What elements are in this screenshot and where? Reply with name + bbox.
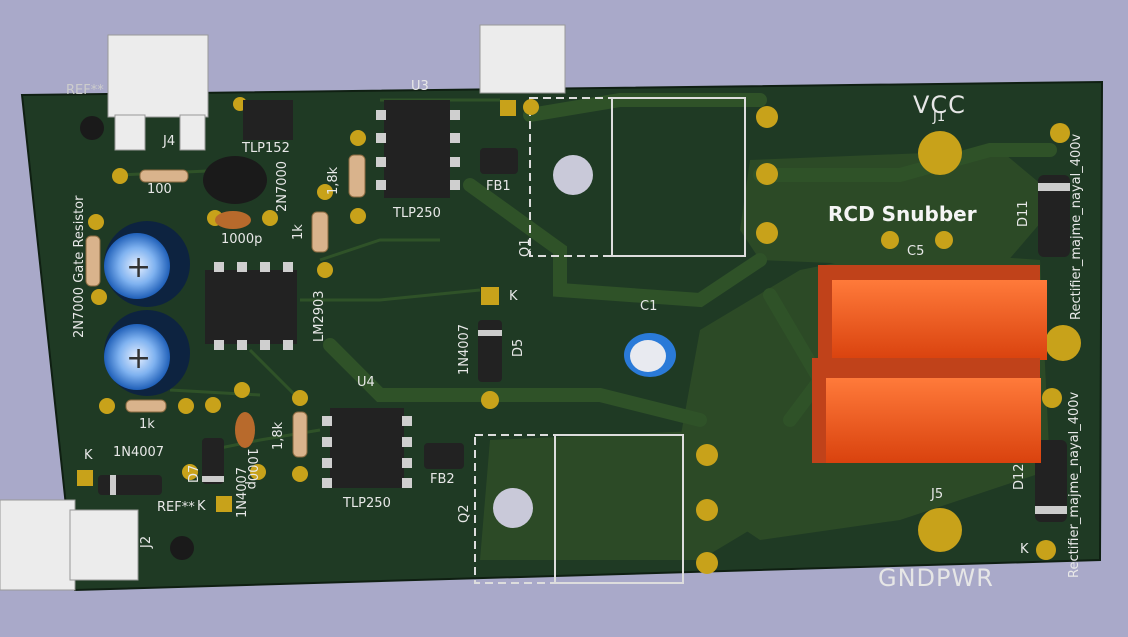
d11-label: D11	[1016, 200, 1031, 227]
j2-label: J2	[139, 535, 154, 548]
r1-8k-b-label: 1,8k	[271, 421, 286, 450]
gate-resistor-label: 2N7000 Gate Resistor	[72, 195, 87, 338]
d7-label: D7	[187, 464, 202, 483]
u4-label: U4	[357, 375, 375, 390]
film-caps	[812, 265, 1047, 463]
j2-housing	[0, 499, 76, 591]
ref-label-bottom: REF**	[157, 500, 195, 515]
j5-label: J5	[931, 487, 944, 502]
c5-label: C5	[907, 244, 925, 259]
svg-text:+: +	[126, 250, 151, 285]
d5-label: D5	[511, 338, 526, 357]
r1k-b-label: 1k	[139, 417, 155, 432]
ceramic-cap	[215, 211, 251, 229]
gndpwr-label: GNDPWR	[878, 564, 994, 592]
connectors	[0, 24, 566, 591]
vcc-label: VCC	[913, 91, 966, 119]
k-marker-left: K	[84, 448, 93, 463]
q1-label: Q1	[518, 238, 533, 257]
r1-8k-a-label: 1,8k	[326, 166, 341, 195]
mount-hole	[170, 536, 194, 560]
resistors	[85, 154, 366, 458]
d12-label: D12	[1012, 463, 1027, 490]
j4-housing	[107, 34, 209, 118]
ic-pins	[214, 110, 460, 488]
electrolytic-caps: + +	[104, 221, 190, 396]
q2-mount-hole	[493, 488, 533, 528]
c1000p-top-label: 1000p	[221, 232, 263, 247]
left-diode-part-label: 1N4007	[113, 445, 165, 460]
d7-part-label: 1N4007	[235, 466, 250, 518]
k-marker-d12: K	[1020, 542, 1029, 557]
tlp152-label: TLP152	[242, 141, 290, 156]
diodes	[98, 175, 1070, 522]
ceramic-cap	[235, 412, 255, 448]
q-2n7000-label: 2N7000	[275, 160, 290, 212]
c1-label: C1	[640, 299, 658, 314]
k-marker-d7: K	[197, 499, 206, 514]
svg-text:+: +	[126, 341, 151, 376]
d5-part-label: 1N4007	[457, 323, 472, 375]
fb2	[424, 443, 464, 469]
mount-hole	[80, 116, 104, 140]
j4-label: J4	[163, 134, 176, 149]
fb1	[480, 148, 518, 174]
r100-label: 100	[147, 182, 172, 197]
k-marker-d5: K	[509, 289, 518, 304]
rcd-snubber-label: RCD Snubber	[828, 202, 977, 226]
fb2-label: FB2	[430, 472, 455, 487]
u4-part-label: TLP250	[343, 496, 391, 511]
pads	[77, 97, 1081, 574]
fb1-label: FB1	[486, 179, 511, 194]
j1-label: J1	[933, 110, 946, 125]
q2-label: Q2	[457, 504, 472, 523]
lm2903-label: LM2903	[312, 290, 327, 342]
ic-packages	[203, 100, 450, 488]
r1k-a-label: 1k	[291, 224, 306, 240]
u3-part-label: TLP250	[393, 206, 441, 221]
u3-label: U3	[411, 79, 429, 94]
rectifier-bottom-label: Rectifier_majme_nayal_400v	[1067, 391, 1082, 578]
ref-label-top: REF**	[66, 83, 104, 98]
rectifier-top-label: Rectifier_majme_nayal_400v	[1069, 133, 1084, 320]
usb-housing	[479, 24, 566, 94]
q1-mount-hole	[553, 155, 593, 195]
